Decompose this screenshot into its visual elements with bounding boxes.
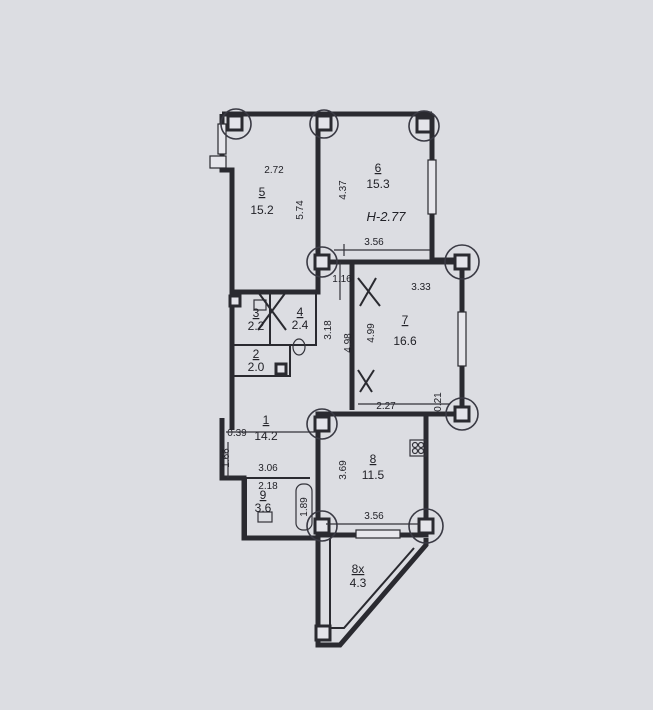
windows [209,123,467,539]
room-1-area: 14.2 [254,429,278,443]
room-8x-number: 8x [352,562,365,576]
dim-label: 3.69 [338,460,349,480]
window-room-7 [457,311,467,367]
room-3-number: 3 [253,306,260,320]
fixtures [253,277,427,531]
room-5-area: 15.2 [250,203,274,217]
dim-label: 3.56 [364,237,384,248]
dim-label: 2.27 [376,401,396,412]
window-room-5-top [217,123,227,155]
dim-label: 1.89 [299,497,310,517]
dim-label: 2.18 [258,481,278,492]
window-room-6 [427,159,437,215]
room-6-number: 6 [375,161,382,175]
room-8x-area: 4.3 [350,576,367,590]
dim-label: 1.66 [221,448,232,468]
dim-label: 3.06 [258,463,278,474]
dim-label: 3.56 [364,511,384,522]
room-4-area: 2.4 [292,318,309,332]
stove [409,439,427,457]
dimension-labels: 2.72 5.74 4.37 3.56 1.16 3.33 3.18 4.98 … [221,165,444,522]
bathtub [295,483,313,531]
ceiling-height: H-2.77 [366,209,406,224]
dim-label: 0.39 [227,428,247,439]
dim-label: 1.16 [332,274,352,285]
room-9-number: 9 [260,488,267,502]
room-labels: 5 15.2 6 15.3 7 16.6 3 2.2 4 2.4 2 2.0 1… [248,161,417,590]
dimension-lines [226,244,450,525]
columns [220,108,480,642]
room-4-number: 4 [297,305,304,319]
dim-label: 5.74 [295,200,306,220]
room-5-number: 5 [259,185,266,199]
dim-label: 4.37 [338,180,349,200]
sink [257,511,273,523]
toilet [292,338,306,356]
window-room-5 [209,155,227,169]
room-3-area: 2.2 [248,319,265,333]
room-2-number: 2 [253,347,260,361]
dim-label: 3.33 [411,282,431,293]
room-2-area: 2.0 [248,360,265,374]
room-8-number: 8 [370,452,377,466]
sink-room-3 [253,299,267,311]
room-8-area: 11.5 [362,468,385,482]
dim-label: 4.99 [366,323,377,343]
room-6-area: 15.3 [366,177,390,191]
balcony-door [355,529,401,539]
dim-label: 4.98 [343,333,354,353]
room-1-number: 1 [263,413,270,427]
room-9-area: 3.6 [255,501,272,515]
dim-label: 2.72 [264,165,284,176]
dim-label: 3.18 [323,320,334,340]
dim-label: 0.21 [433,392,444,412]
room-7-area: 16.6 [393,334,417,348]
room-7-number: 7 [402,313,409,327]
